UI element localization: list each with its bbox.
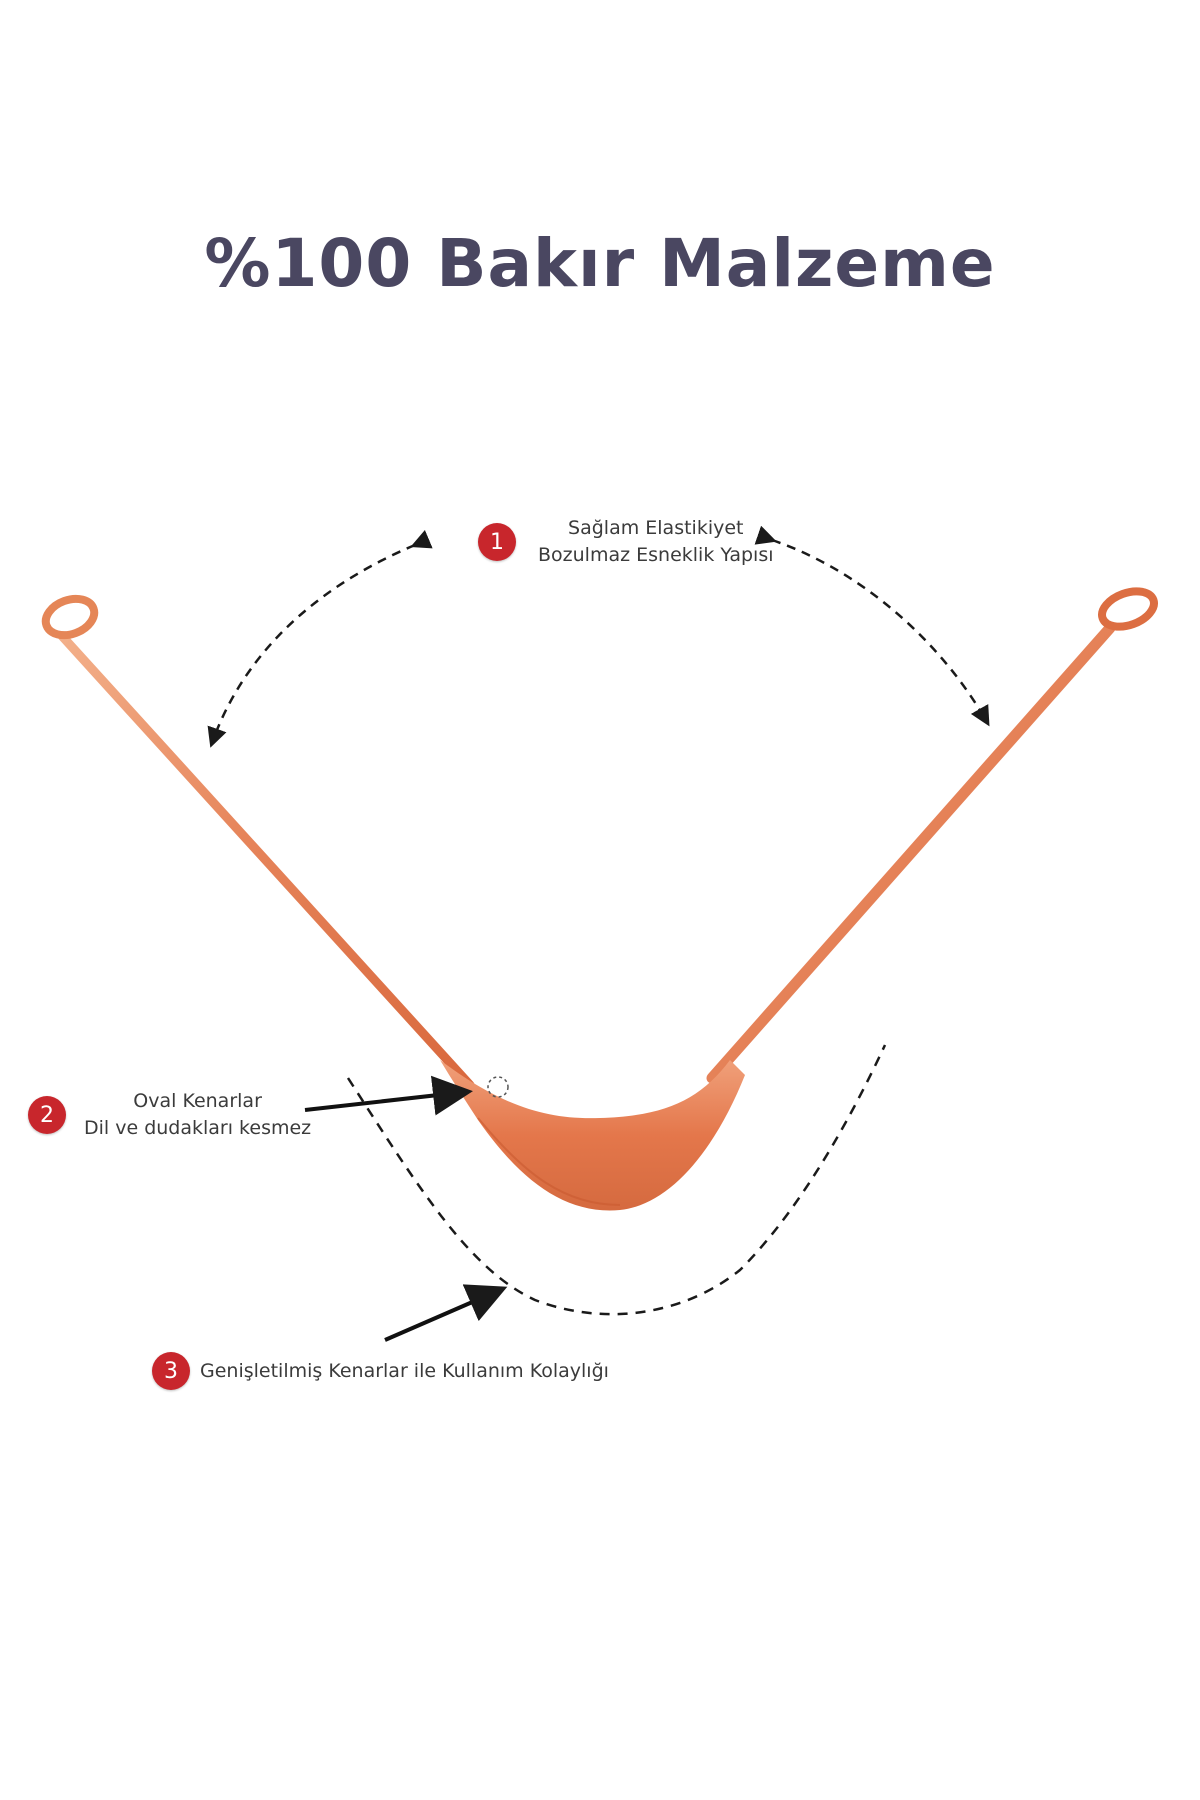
callout-line: Genişletilmiş Kenarlar ile Kullanım Kola… xyxy=(200,1359,609,1382)
scraper-right-arm xyxy=(706,622,1116,1084)
callout-text: Genişletilmiş Kenarlar ile Kullanım Kola… xyxy=(200,1358,609,1385)
tongue-scraper xyxy=(41,587,1158,1211)
callout-line: Sağlam Elastikiyet xyxy=(568,517,744,539)
callout-elasticity: 1 Sağlam Elastikiyet Bozulmaz Esneklik Y… xyxy=(478,515,774,569)
callout-number-badge: 3 xyxy=(152,1352,190,1390)
oval-edge-marker xyxy=(487,1076,509,1098)
flex-arrow-right xyxy=(754,525,990,727)
blade-outline-dashed xyxy=(346,1044,887,1316)
callout-oval-edges: 2 Oval Kenarlar Dil ve dudakları kesmez xyxy=(28,1088,311,1142)
scraper-left-loop xyxy=(41,594,99,640)
callout-number-badge: 1 xyxy=(478,523,516,561)
callout-wide-edges: 3 Genişletilmiş Kenarlar ile Kullanım Ko… xyxy=(152,1352,609,1390)
scraper-left-arm xyxy=(57,631,475,1090)
callout-text: Oval Kenarlar Dil ve dudakları kesmez xyxy=(84,1088,311,1142)
wide-edge-arrow xyxy=(384,1284,508,1342)
callout-number-badge: 2 xyxy=(28,1096,66,1134)
oval-edge-arrow xyxy=(304,1075,473,1116)
callout-line: Bozulmaz Esneklik Yapısı xyxy=(538,544,774,566)
flex-arrow-left xyxy=(207,529,433,748)
scraper-blade xyxy=(440,1060,745,1211)
callout-text: Sağlam Elastikiyet Bozulmaz Esneklik Yap… xyxy=(538,515,774,569)
page-title: %100 Bakır Malzeme xyxy=(204,225,996,302)
scraper-right-loop xyxy=(1098,587,1158,631)
callout-line: Dil ve dudakları kesmez xyxy=(84,1117,312,1139)
callout-line: Oval Kenarlar xyxy=(133,1090,262,1112)
